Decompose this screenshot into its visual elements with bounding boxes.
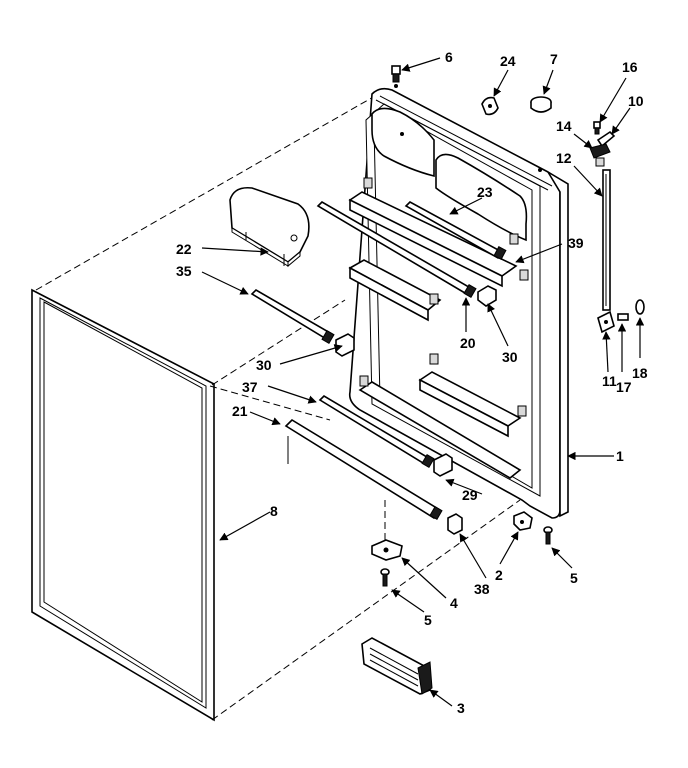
clip-39: [477, 285, 497, 307]
hinge-pin-11: [597, 310, 615, 334]
bracket-4: [371, 539, 403, 561]
door-gasket: [31, 288, 215, 722]
clip-24: [481, 96, 499, 116]
callout-35: 35: [176, 263, 192, 279]
callout-3: 3: [457, 700, 465, 716]
callout-4: 4: [450, 595, 458, 611]
shelf-bar-20: [316, 200, 477, 299]
clip-29: [433, 453, 453, 477]
screw-6: [391, 65, 401, 83]
callout-29: 29: [462, 487, 478, 503]
callout-14: 14: [556, 118, 572, 134]
dairy-cover: [229, 186, 310, 268]
callout-17: 17: [616, 379, 632, 395]
callout-22: 22: [176, 241, 192, 257]
callout-12: 12: [556, 150, 572, 166]
plug-button-7: [530, 96, 552, 113]
screw-5a: [543, 526, 553, 545]
callout-16: 16: [622, 59, 638, 75]
screw-18: [635, 299, 645, 315]
shelf-bar-21: [284, 418, 443, 521]
shelf-bar-37: [318, 394, 435, 469]
callout-labels: 6 24 7 16 10 14 12 23 39 22 35 30 20 30 …: [176, 49, 648, 716]
door-body: [348, 84, 569, 519]
alignment-lines: [35, 95, 521, 721]
callout-38: 38: [474, 581, 490, 597]
callout-11: 11: [602, 373, 617, 389]
callout-21: 21: [232, 403, 248, 419]
callout-2: 2: [495, 567, 503, 583]
callout-5b: 5: [424, 612, 432, 628]
hinge-14: [589, 143, 611, 167]
callout-1: 1: [616, 448, 624, 464]
callout-20: 20: [460, 335, 476, 351]
callout-39: 39: [568, 235, 584, 251]
trim-panel-3: [361, 637, 433, 695]
callout-30a: 30: [256, 357, 272, 373]
hinge-rod-12: [602, 169, 611, 311]
callout-18: 18: [632, 365, 648, 381]
clip-30a: [335, 333, 355, 357]
callout-24: 24: [500, 53, 516, 69]
callout-37: 37: [242, 379, 258, 395]
callout-5a: 5: [570, 570, 578, 586]
washer-17: [617, 313, 629, 321]
callout-6: 6: [445, 49, 453, 65]
callout-10: 10: [628, 93, 644, 109]
shelf-bar-35: [250, 288, 335, 345]
shelf-bar-23: [404, 201, 507, 260]
hinge-block-2: [513, 511, 533, 531]
screw-5b: [380, 568, 390, 587]
hinge-bracket-10: [596, 130, 616, 148]
callout-7: 7: [550, 51, 558, 67]
callout-23: 23: [477, 184, 493, 200]
screw-16: [593, 121, 601, 135]
callout-30b: 30: [502, 349, 518, 365]
callout-8: 8: [270, 503, 278, 519]
clip-38: [447, 513, 463, 535]
leader-lines: [201, 57, 645, 707]
